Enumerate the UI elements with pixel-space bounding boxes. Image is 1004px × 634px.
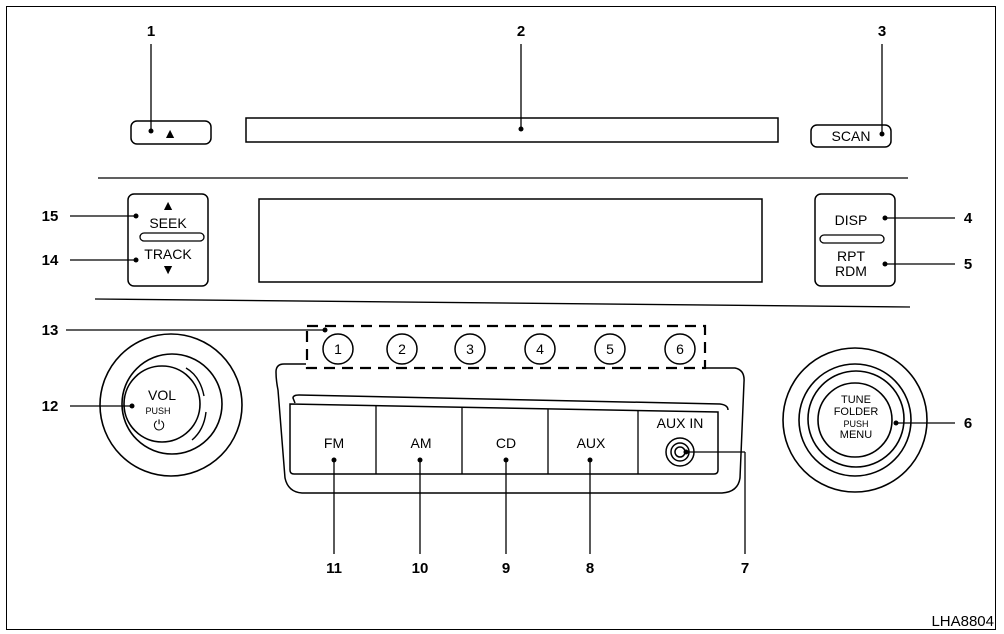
- vol-knob-outer: [99, 333, 243, 477]
- preset-button-4[interactable]: [524, 333, 556, 365]
- vol-knob-edge-1: [185, 367, 205, 397]
- divider-middle: [94, 298, 911, 308]
- power-icon: ⏻: [153, 417, 164, 433]
- source-bezel: [275, 363, 745, 494]
- vol-push-label: PUSH: [145, 406, 170, 416]
- preset-button-5[interactable]: [594, 333, 626, 365]
- preset-button-3[interactable]: [454, 333, 486, 365]
- rdm-label: RDM: [835, 263, 867, 279]
- disp-rpt-button[interactable]: [814, 193, 896, 287]
- vol-knob-bezel: [121, 353, 223, 455]
- preset-button-2[interactable]: [386, 333, 418, 365]
- callout-1: 1: [147, 23, 155, 40]
- tune-knob-cap: [817, 382, 893, 458]
- disp-label: DISP: [835, 212, 868, 228]
- display-screen: [258, 198, 763, 283]
- scan-button[interactable]: [810, 124, 892, 148]
- folder-label: FOLDER: [834, 406, 879, 418]
- preset-label-5: 5: [606, 341, 614, 357]
- figure-code: LHA8804: [931, 613, 994, 630]
- callout-14: 14: [42, 252, 59, 269]
- callout-10: 10: [412, 560, 429, 577]
- callout-11: 11: [326, 560, 342, 577]
- cd-label: CD: [496, 435, 516, 451]
- vol-knob-edge-2: [191, 411, 207, 441]
- source-bezel-inner-top: [292, 394, 729, 411]
- tune-folder-knob[interactable]: [782, 347, 928, 493]
- leader-lines: [66, 44, 955, 554]
- callout-12: 12: [42, 398, 59, 415]
- tune-push-label: PUSH: [843, 419, 868, 429]
- preset-buttons: 1 2 3 4 5 6: [322, 333, 696, 365]
- callout-4: 4: [964, 210, 973, 227]
- callout-9: 9: [502, 560, 510, 577]
- fm-label: FM: [324, 435, 344, 451]
- track-down-arrow-icon: ▼: [161, 261, 175, 277]
- preset-button-6[interactable]: [664, 333, 696, 365]
- preset-button-1[interactable]: [322, 333, 354, 365]
- scan-label: SCAN: [832, 128, 871, 144]
- vol-label: VOL: [148, 387, 176, 403]
- preset-label-6: 6: [676, 341, 684, 357]
- seek-track-button[interactable]: [127, 193, 209, 287]
- callout-15: 15: [42, 208, 59, 225]
- callout-8: 8: [586, 560, 594, 577]
- source-button-row: [289, 403, 719, 475]
- callout-3: 3: [878, 23, 886, 40]
- vol-knob-cap: [123, 365, 201, 443]
- eject-icon: ▲: [163, 125, 177, 141]
- am-label: AM: [411, 435, 432, 451]
- callout-5: 5: [964, 256, 972, 273]
- cd-slot: [245, 117, 779, 143]
- tune-knob-outer: [782, 347, 928, 493]
- disp-rpt-divider: [819, 234, 885, 244]
- aux-in-label: AUX IN: [657, 415, 704, 431]
- eject-button[interactable]: [130, 120, 212, 145]
- preset-label-4: 4: [536, 341, 544, 357]
- tune-knob-bezel: [798, 363, 912, 477]
- preset-group-outline: [305, 324, 707, 370]
- tune-knob-ring: [807, 370, 905, 468]
- callout-6: 6: [964, 415, 972, 432]
- aux-label: AUX: [577, 435, 606, 451]
- figure-frame: [6, 6, 996, 630]
- callout-13: 13: [42, 322, 59, 339]
- leader-dots: [129, 126, 899, 463]
- preset-label-1: 1: [334, 341, 342, 357]
- preset-label-3: 3: [466, 341, 474, 357]
- seek-track-divider: [139, 232, 205, 242]
- rpt-label: RPT: [837, 248, 865, 264]
- preset-label-2: 2: [398, 341, 406, 357]
- volume-knob[interactable]: [99, 333, 243, 477]
- track-label: TRACK: [144, 246, 192, 262]
- callout-7: 7: [741, 560, 749, 577]
- menu-label: MENU: [840, 429, 872, 441]
- seek-up-arrow-icon: ▲: [161, 197, 175, 213]
- seek-label: SEEK: [149, 215, 187, 231]
- callout-2: 2: [517, 23, 525, 40]
- tune-label: TUNE: [841, 394, 871, 406]
